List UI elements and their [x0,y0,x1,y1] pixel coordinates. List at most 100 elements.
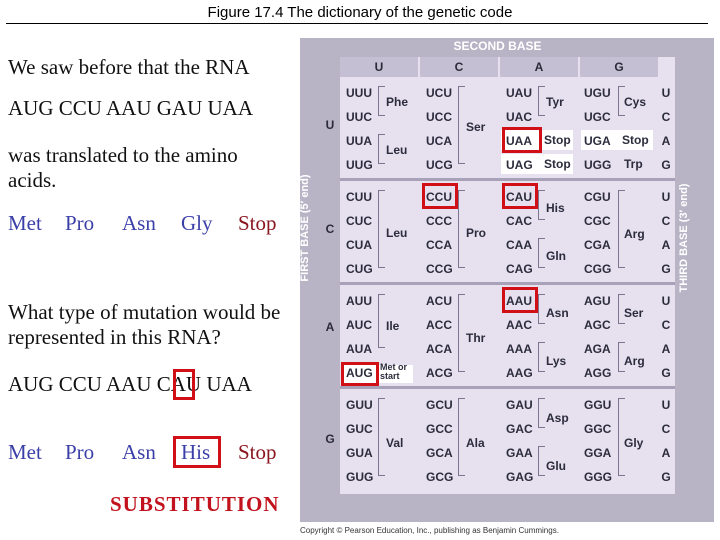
codon-bracket [618,398,625,476]
codon-cell: UCA [426,134,452,148]
codon-cell: GCU [426,398,453,412]
codon-cell: UGC [584,110,611,124]
first-base-u: U [325,118,335,132]
codon-cell: GAC [506,422,533,436]
codon-cell: GGC [584,422,612,436]
codon-cell: UCC [426,110,452,124]
codon-bracket [618,86,625,116]
third-base-label: A [661,238,671,252]
codon-cell: CGG [584,262,612,276]
third-base-label: C [661,422,671,436]
title-rule [6,23,708,24]
codon-cell: AGC [584,318,611,332]
amino-acid-item: Met [8,440,42,464]
aa-ala: Ala [466,436,485,450]
codon-cell: CCC [426,214,452,228]
third-base-label: U [661,398,671,412]
aa-stop: Stop [544,133,571,147]
second-base-c: C [454,60,464,74]
codon-cell: CUU [346,190,372,204]
codon-cell: AAG [506,366,533,380]
first-base-g: G [325,432,335,446]
first-base-c: C [325,222,335,236]
codon-cell: AAC [506,318,532,332]
codon-bracket [618,294,625,324]
codon-cell: GCC [426,422,453,436]
second-base-g: G [614,60,624,74]
codon-cell: CAG [506,262,533,276]
second-base-band [420,57,498,77]
codon-cell: AUC [346,318,372,332]
codon-cell: AUA [346,342,372,356]
codon-cell: GCA [426,446,453,460]
codon-bracket [538,398,545,428]
codon-bracket [538,294,545,324]
aa-gly: Gly [624,436,644,450]
aa-asp: Asp [546,411,569,425]
second-base-band [340,57,418,77]
codon-cell: CCU [426,190,452,204]
row-divider [340,386,675,389]
aa-ser: Ser [624,306,644,320]
ccu-highlight-box [422,183,458,209]
codon-bracket [458,86,465,164]
third-base-label: U [661,86,671,100]
row-divider [340,282,675,285]
codon-cell: CGC [584,214,611,228]
codon-cell: GUC [346,422,373,436]
intro-line: We saw before that the RNA [8,55,250,79]
aa-met-start: Met or start [380,362,407,381]
codon-cell: AGG [584,366,612,380]
second-base-title: SECOND BASE [453,39,542,53]
codon-cell: AGA [584,342,611,356]
aa-ser: Ser [466,120,486,134]
codon-bracket [538,190,545,220]
aa-lys: Lys [546,354,567,368]
codon-bracket [538,238,545,268]
aa-glu: Glu [546,459,566,473]
third-base-label: U [661,294,671,308]
third-base-label: G [661,470,671,484]
codon-bracket [618,342,625,372]
codon-cell: CCA [426,238,452,252]
amino-acid-item: Asn [122,440,156,464]
codon-cell: GUG [346,470,374,484]
codon-bracket [378,134,385,164]
first-base-a: A [325,320,335,334]
codon-bracket [538,342,545,372]
third-base-label: U [661,190,671,204]
amino-acid-item: Met [8,211,42,235]
third-base-label: C [661,110,671,124]
codon-bracket [378,398,385,476]
codon-bracket [458,398,465,476]
codon-cell: UGU [584,86,611,100]
codon-bracket [538,86,545,116]
codon-cell: AUU [346,294,372,308]
codon-cell: GGA [584,446,612,460]
codon-cell: GUA [346,446,373,460]
codon-cell: CUG [346,262,373,276]
aa-his: His [546,201,565,215]
answer-substitution: SUBSTITUTION [110,492,280,516]
codon-cell: AGU [584,294,611,308]
codon-cell: CUA [346,238,372,252]
aa-leu: Leu [386,226,408,240]
second-base-a: A [534,60,544,74]
aa-asn: Asn [546,306,569,320]
row-divider [340,178,675,181]
codon-cell: UUA [346,134,372,148]
codon-bracket [458,190,465,268]
aa-pro: Pro [466,226,487,240]
second-base-u: U [374,60,384,74]
cau-highlight-box [502,183,538,209]
amino-acid-item-changed: His [181,440,211,464]
aa-val: Val [386,436,404,450]
codon-cell: GCG [426,470,454,484]
codon-cell: CUC [346,214,372,228]
aau-highlight-box [502,287,538,313]
original-sequence: AUG CCU AAU GAU UAA [8,96,254,120]
figure-title: Figure 17.4 The dictionary of the geneti… [207,4,513,21]
first-base-title: FIRST BASE (5′ end) [299,174,311,282]
codon-cell: ACU [426,294,452,308]
codon-cell: UCU [426,86,452,100]
